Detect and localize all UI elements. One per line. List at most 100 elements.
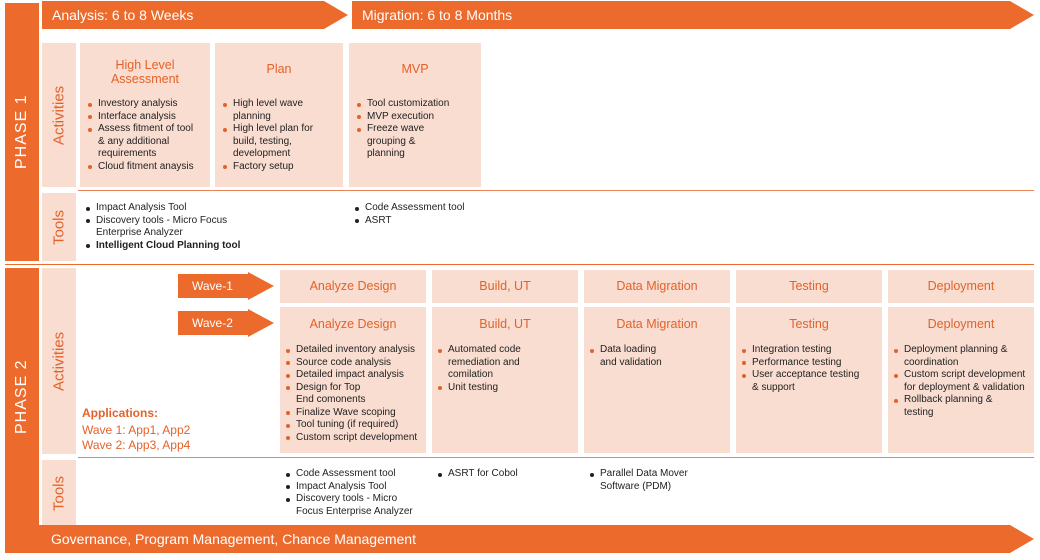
wave1-stage-build: Build, UT: [432, 270, 578, 303]
wave2-stage-analyze: Analyze Design Detailed inventory analys…: [280, 307, 426, 453]
phase2-tools-list-build: ASRT for Cobol: [436, 468, 576, 481]
list-item: Code Assessment tool: [353, 202, 493, 215]
phase1-label: PHASE 1: [13, 94, 30, 170]
stage-title: Testing: [789, 317, 829, 331]
migration-duration-label: Migration: 6 to 8 Months: [362, 7, 513, 23]
testing-list: Integration testing Performance testing …: [740, 344, 878, 394]
list-item: Deployment planning & coordination: [892, 344, 1030, 369]
phase1-activities-label: Activities: [50, 85, 68, 145]
stage-title: Analyze Design: [309, 317, 397, 331]
list-item: Unit testing: [436, 382, 566, 395]
wave1-stage-analyze: Analyze Design: [280, 270, 426, 303]
list-item: ASRT for Cobol: [436, 468, 576, 481]
list-item: Impact Analysis Tool: [284, 481, 424, 494]
analysis-duration-label: Analysis: 6 to 8 Weeks: [52, 7, 194, 23]
list-item: Custom script development for deployment…: [892, 369, 1030, 394]
phase1-box-plan: Plan High level wave planning High level…: [215, 43, 343, 187]
data-migration-list: Data loading and validation: [588, 344, 726, 369]
list-item: User acceptance testing & support: [740, 369, 864, 394]
governance-arrow: Governance, Program Management, Chance M…: [5, 525, 1034, 553]
stage-title: Data Migration: [616, 279, 698, 293]
applications-wave2: Wave 2: App3, App4: [82, 438, 191, 452]
list-item: High level wave planning: [221, 98, 323, 123]
wave2-stage-data-migration: Data Migration Data loading and validati…: [584, 307, 730, 453]
list-item: Discovery tools - Micro Focus Enterprise…: [284, 493, 424, 518]
list-item: ASRT: [353, 215, 493, 228]
phase1-tools-cell: Tools: [42, 193, 76, 261]
mvp-title: MVP: [401, 62, 429, 76]
list-item: Investory analysis: [86, 98, 204, 111]
phase2-tools-cell: Tools: [42, 460, 76, 526]
list-item: Rollback planning & testing: [892, 394, 1030, 419]
analyze-list: Detailed inventory analysis Source code …: [284, 344, 422, 444]
stage-title: Build, UT: [479, 317, 531, 331]
wave1-stage-deployment: Deployment: [888, 270, 1034, 303]
phase2-activities-cell: Activities: [42, 268, 76, 454]
phase2-activities-label: Activities: [50, 331, 68, 391]
list-item: High level plan for build, testing, deve…: [221, 123, 323, 161]
list-item: Data loading and validation: [588, 344, 666, 369]
list-item: Impact Analysis Tool: [84, 202, 274, 215]
stage-title: Build, UT: [479, 279, 531, 293]
wave1-stage-testing: Testing: [736, 270, 882, 303]
wave2-arrow-shape: [178, 309, 274, 337]
phase1-bar: PHASE 1: [5, 3, 39, 261]
phase1-box-mvp: MVP Tool customization MVP execution Fre…: [349, 43, 481, 187]
list-item: Finalize Wave scoping: [284, 407, 422, 420]
list-item: Integration testing: [740, 344, 864, 357]
wave1-stage-data-migration: Data Migration: [584, 270, 730, 303]
list-item: Parallel Data Mover Software (PDM): [588, 468, 708, 493]
plan-list: High level wave planning High level plan…: [221, 98, 337, 173]
list-item: Detailed inventory analysis: [284, 344, 422, 357]
wave2-stage-testing: Testing Integration testing Performance …: [736, 307, 882, 453]
phase1-divider: [78, 190, 1034, 191]
build-list: Automated code remediation and comilatio…: [436, 344, 574, 394]
applications-block: Applications: Wave 1: App1, App2 Wave 2:…: [82, 406, 272, 453]
list-item: Tool tuning (if required): [284, 419, 422, 432]
list-item: Intelligent Cloud Planning tool: [84, 240, 274, 253]
assessment-list: Investory analysis Interface analysis As…: [86, 98, 204, 173]
applications-wave1: Wave 1: App1, App2: [82, 423, 191, 437]
stage-title: Data Migration: [616, 317, 698, 331]
phase1-box-assessment: High Level Assessment Investory analysis…: [80, 43, 210, 187]
deployment-list: Deployment planning & coordination Custo…: [892, 344, 1030, 419]
phase1-tools-list-left: Impact Analysis Tool Discovery tools - M…: [84, 202, 274, 252]
list-item: Factory setup: [221, 161, 323, 174]
wave1-arrow-shape: [178, 272, 274, 300]
phase2-divider: [78, 457, 1034, 458]
list-item: Performance testing: [740, 357, 864, 370]
plan-title: Plan: [266, 62, 292, 76]
analysis-arrow-shape: [42, 1, 348, 29]
stage-title: Analyze Design: [309, 279, 397, 293]
phase2-label: PHASE 2: [13, 359, 30, 435]
phase-separator: [5, 264, 1034, 265]
list-item: Interface analysis: [86, 111, 204, 124]
wave1-label: Wave-1: [192, 279, 233, 293]
applications-title: Applications:: [82, 406, 159, 420]
stage-title: Deployment: [927, 317, 995, 331]
list-item: Source code analysis: [284, 357, 422, 370]
wave2-stage-deployment: Deployment Deployment planning & coordin…: [888, 307, 1034, 453]
wave1-arrow: Wave-1: [178, 272, 274, 300]
governance-label: Governance, Program Management, Chance M…: [51, 531, 416, 547]
phase1-tools-label: Tools: [50, 209, 68, 245]
mvp-list: Tool customization MVP execution Freeze …: [355, 98, 475, 161]
assessment-title: High Level Assessment: [110, 58, 180, 86]
list-item: Automated code remediation and comilatio…: [436, 344, 566, 382]
analysis-timeline-arrow: Analysis: 6 to 8 Weeks: [42, 1, 348, 29]
list-item: Detailed impact analysis: [284, 369, 422, 382]
phase2-tools-list-data-migration: Parallel Data Mover Software (PDM): [588, 468, 708, 493]
stage-title: Deployment: [927, 279, 995, 293]
migration-arrow-shape: [352, 1, 1034, 29]
wave2-arrow: Wave-2: [178, 309, 274, 337]
stage-title: Testing: [789, 279, 829, 293]
wave2-stage-build: Build, UT Automated code remediation and…: [432, 307, 578, 453]
phase1-activities-cell: Activities: [42, 43, 76, 187]
phase2-bar: PHASE 2: [5, 268, 39, 526]
migration-timeline-arrow: Migration: 6 to 8 Months: [352, 1, 1034, 29]
list-item: Assess fitment of tool & any additional …: [86, 123, 204, 161]
phase1-tools-list-right: Code Assessment tool ASRT: [353, 202, 493, 227]
phase2-tools-label: Tools: [50, 475, 68, 511]
list-item: Tool customization: [355, 98, 455, 111]
list-item: MVP execution: [355, 111, 455, 124]
